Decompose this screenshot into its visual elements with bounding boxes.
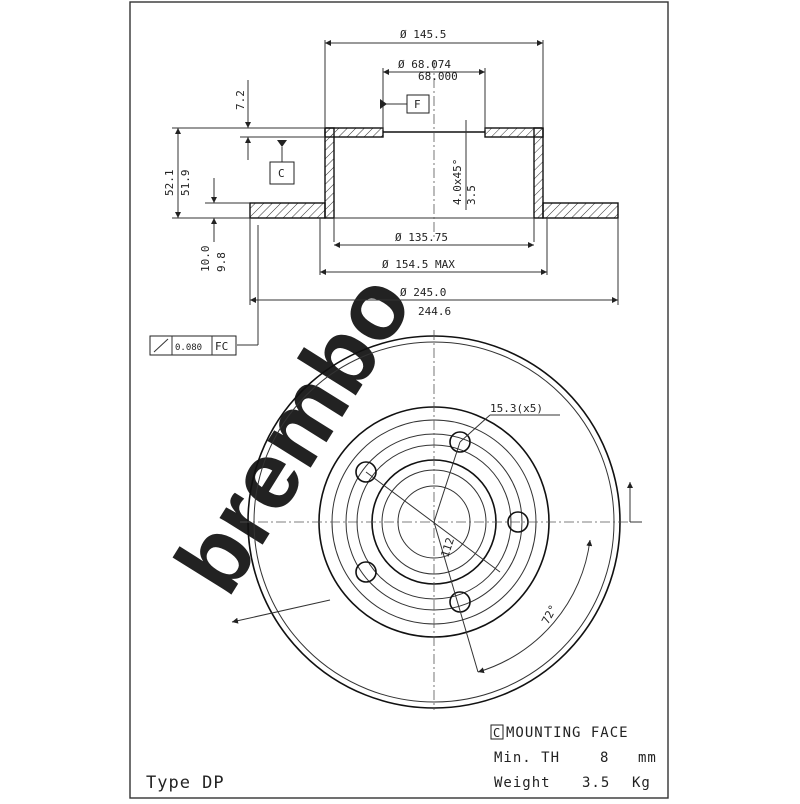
- dim-height-max: 52.1: [163, 170, 176, 197]
- flange-right: [542, 202, 619, 219]
- mounting-letter: C: [493, 726, 501, 740]
- datum-f-box: [406, 94, 430, 114]
- datum-f-label: F: [414, 98, 421, 111]
- dim-pcd: 112: [438, 536, 457, 559]
- hat-wall-left: [324, 127, 335, 219]
- weight-value: 3.5: [582, 775, 610, 791]
- dim-inner-hat: Ø 135.75: [395, 231, 448, 244]
- dim-thick-max: 10.0: [199, 246, 212, 273]
- dim-flange-top: 7.2: [234, 90, 247, 110]
- dim-height-min: 51.9: [179, 170, 192, 197]
- hat-top-left: [324, 127, 384, 138]
- tolerance-frame: 0.080 FC: [149, 335, 237, 356]
- dim-chamfer: 4.0x45°: [451, 159, 464, 205]
- dim-bore-max: Ø 68.074: [398, 58, 451, 71]
- min-th-value: 8: [600, 750, 609, 766]
- dim-outer-hat: Ø 145.5: [400, 28, 446, 41]
- dim-hole: 15.3(x5): [490, 402, 543, 415]
- mounting-face: MOUNTING FACE: [506, 725, 629, 741]
- weight-unit: Kg: [632, 775, 651, 791]
- dim-angle: 72°: [539, 603, 560, 627]
- bolt-hole: [355, 561, 377, 583]
- dim-thick-min: 9.8: [215, 252, 228, 272]
- dim-chamfer-b: 3.5: [465, 185, 478, 205]
- watermark-text: brembo: [155, 256, 432, 611]
- flange-left: [249, 202, 326, 219]
- drawing-frame: [129, 1, 669, 799]
- bolt-hole: [449, 431, 471, 453]
- datum-c-box: [269, 161, 295, 185]
- dim-disc-min: 244.6: [418, 305, 451, 318]
- dim-swept: Ø 154.5 MAX: [382, 258, 455, 271]
- dim-bore-min: 68.000: [418, 70, 458, 83]
- runout-icon: [153, 338, 169, 353]
- tolerance-ref: FC: [215, 340, 228, 353]
- weight-label: Weight: [494, 775, 551, 791]
- type-label: Type DP: [146, 773, 225, 793]
- hat-wall-right: [533, 127, 544, 219]
- bolt-hole: [355, 461, 377, 483]
- dim-disc-max: Ø 245.0: [400, 286, 446, 299]
- tolerance-value: 0.080: [175, 343, 202, 353]
- hat-top-right: [484, 127, 544, 138]
- info-block: C MOUNTING FACE Min. TH 8 mm Weight 3.5 …: [146, 724, 657, 793]
- front-view: 15.3(x5) 112 72°: [231, 330, 642, 710]
- brembo-watermark: brembo: [155, 256, 432, 611]
- cross-section: Ø 145.5 Ø 68.074 68.000 F 7.2 C 52.1 51.…: [149, 28, 619, 356]
- datum-c-label: C: [278, 167, 285, 180]
- min-th-unit: mm: [638, 750, 657, 766]
- min-th-label: Min. TH: [494, 750, 560, 766]
